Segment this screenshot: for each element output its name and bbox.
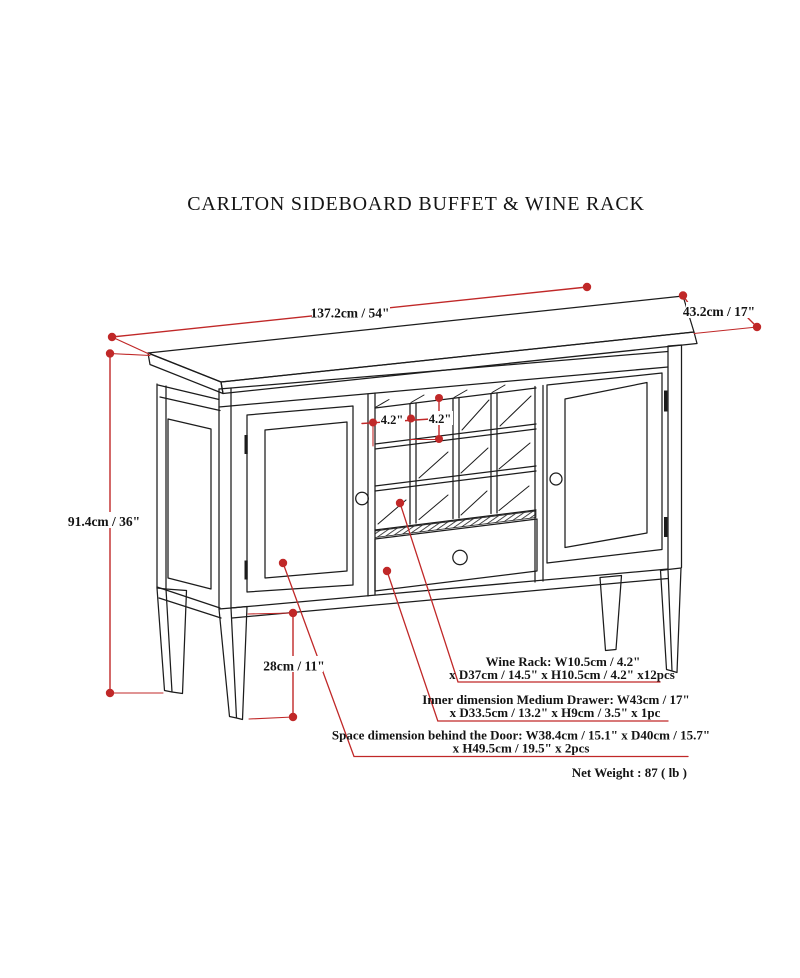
side-top-rail (157, 384, 221, 412)
dim-label-leg-height: 28cm / 11" (263, 659, 325, 674)
leader-door (282, 562, 689, 758)
wine-rack-shelf2 (374, 465, 537, 492)
dimension-dot (395, 498, 405, 508)
wine-rack-top (374, 387, 537, 409)
dimension-dot (105, 688, 115, 698)
door-right-panel (564, 381, 648, 549)
door-left-knob (355, 491, 369, 506)
dimension-dot (582, 282, 592, 292)
dimension-dot (107, 332, 117, 342)
dim-label-cubby-width: 4.2" (381, 413, 404, 427)
door-left (246, 405, 354, 593)
drawer-knob (452, 549, 468, 566)
wine-rack-shelf1 (374, 423, 537, 450)
annotation-drawer-line2: x D33.5cm / 13.2" x H9cm / 3.5" x 1pc (450, 705, 661, 720)
furniture-outline (147, 295, 698, 721)
annotation-door-line2: x H49.5cm / 19.5" x 2pcs (453, 741, 590, 756)
door-left-panel (264, 421, 348, 579)
dimension-dot (435, 435, 443, 443)
dim-label-cubby-height: 4.2" (429, 412, 452, 426)
side-panel (167, 418, 212, 590)
leader-wine-rack (399, 502, 661, 683)
wine-rack-dividers (409, 392, 498, 525)
dimension-dot (288, 608, 298, 618)
leg-back-left (156, 587, 188, 695)
leg-front-right (659, 567, 682, 674)
tabletop-front-edge (220, 331, 698, 395)
drawer-front (374, 518, 538, 592)
dimension-dots (105, 282, 762, 722)
annotation-net-weight: Net Weight : 87 ( lb ) (572, 765, 687, 780)
dim-label-depth: 43.2cm / 17" (683, 304, 755, 319)
hinge-icon (244, 560, 248, 580)
tabletop-left-edge (147, 352, 224, 395)
wine-rack-depth-lines (375, 384, 532, 525)
leader-drawer (386, 570, 669, 722)
leg-front-left (218, 605, 248, 721)
bottom-rail (230, 568, 669, 619)
diagram-title: CARLTON SIDEBOARD BUFFET & WINE RACK (187, 193, 645, 215)
dimension-dot (407, 414, 415, 423)
hinge-icon (244, 435, 248, 454)
hinge-icon (664, 517, 668, 537)
annotation-wine-rack-line2: x D37cm / 14.5" x H10.5cm / 4.2" x12pcs (449, 667, 675, 682)
dimension-dot (288, 712, 298, 722)
wine-rack-hatch-band (374, 510, 537, 538)
hinge-icon (664, 390, 668, 412)
right-end-post (667, 344, 683, 570)
tabletop-top-face (147, 295, 695, 383)
center-right-post (534, 384, 544, 583)
dimension-lines (109, 286, 758, 758)
annotation-wine-rack-line1: Wine Rack: W10.5cm / 4.2" (486, 654, 641, 669)
wine-rack-bottom (374, 509, 537, 531)
dimension-dot (278, 558, 288, 568)
dim-label-width: 137.2cm / 54" (310, 306, 389, 321)
annotation-drawer-line1: Inner dimension Medium Drawer: W43cm / 1… (422, 692, 689, 707)
dim-label-height: 91.4cm / 36" (68, 514, 140, 529)
side-bottom-rail (156, 586, 222, 619)
door-right (546, 372, 663, 564)
side-back-post (156, 383, 167, 590)
dim-extension-lines (109, 326, 758, 720)
hinge-marks (244, 390, 668, 580)
front-left-post (218, 387, 232, 610)
door-right-knob (549, 472, 563, 486)
dimension-dot (369, 418, 377, 427)
dimension-dot (435, 394, 443, 402)
label-backings (64, 302, 754, 672)
annotation-door-line1: Space dimension behind the Door: W38.4cm… (332, 728, 710, 743)
dimension-dot (105, 349, 115, 358)
dimension-dot (752, 322, 762, 332)
dimension-dot (678, 291, 688, 300)
top-rail (218, 350, 669, 408)
dimension-dot (382, 566, 392, 576)
leg-back-right (599, 574, 623, 652)
